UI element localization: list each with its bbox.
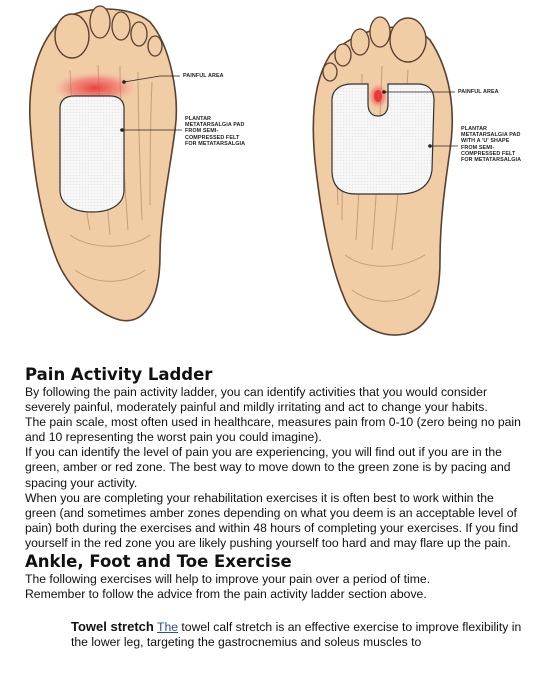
foot-diagram-svg bbox=[28, 5, 458, 336]
left-big-toe bbox=[54, 13, 90, 59]
left-pad-callout: PLANTAR METATARSALGIA PAD FROM SEMI- COM… bbox=[185, 116, 246, 147]
section2-intro-2: Remember to follow the advice from the p… bbox=[25, 587, 427, 602]
right-foot bbox=[312, 16, 458, 336]
right-toe-2 bbox=[369, 16, 391, 48]
right-big-toe bbox=[389, 17, 427, 63]
left-toe-2 bbox=[89, 5, 111, 39]
foot-illustration: PAINFUL AREA PLANTAR METATARSALGIA PAD F… bbox=[0, 0, 540, 345]
left-painful-area-callout: PAINFUL AREA bbox=[183, 73, 224, 79]
section1-paragraph-2: The pain scale, most often used in healt… bbox=[25, 415, 521, 445]
ankle-foot-toe-heading: Ankle, Foot and Toe Exercise bbox=[25, 552, 292, 572]
towel-stretch-paragraph: Towel stretch The towel calf stretch is … bbox=[25, 619, 525, 650]
left-toe-5 bbox=[147, 35, 163, 57]
section1-paragraph-3: If you can identify the level of pain yo… bbox=[25, 445, 511, 490]
towel-stretch-text: towel calf stretch is an effective exerc… bbox=[71, 620, 522, 650]
right-u-shaped-pad bbox=[331, 83, 435, 195]
left-foot bbox=[28, 5, 182, 322]
section1-paragraph-1: By following the pain activity ladder, y… bbox=[25, 385, 488, 415]
pain-activity-ladder-heading: Pain Activity Ladder bbox=[25, 365, 213, 384]
right-toe-5 bbox=[322, 62, 338, 82]
section1-paragraph-4: When you are completing your rehabilitat… bbox=[25, 490, 519, 550]
right-toe-3 bbox=[350, 28, 370, 56]
right-pad-callout: PLANTAR METATARSALGIA PAD WITH A 'U' SHA… bbox=[461, 126, 522, 164]
right-painful-area-callout: PAINFUL AREA bbox=[458, 89, 499, 95]
right-toe-4 bbox=[334, 43, 352, 67]
left-toe-4 bbox=[130, 21, 148, 47]
left-toe-3 bbox=[111, 11, 131, 41]
left-painful-leader bbox=[123, 75, 180, 83]
towel-stretch-link[interactable]: The bbox=[157, 620, 179, 635]
left-metatarsal-pad bbox=[59, 95, 125, 213]
document-body: Pain Activity Ladder By following the pa… bbox=[25, 364, 525, 650]
section2-intro-1: The following exercises will help to imp… bbox=[25, 572, 431, 587]
towel-stretch-title: Towel stretch bbox=[71, 619, 154, 635]
